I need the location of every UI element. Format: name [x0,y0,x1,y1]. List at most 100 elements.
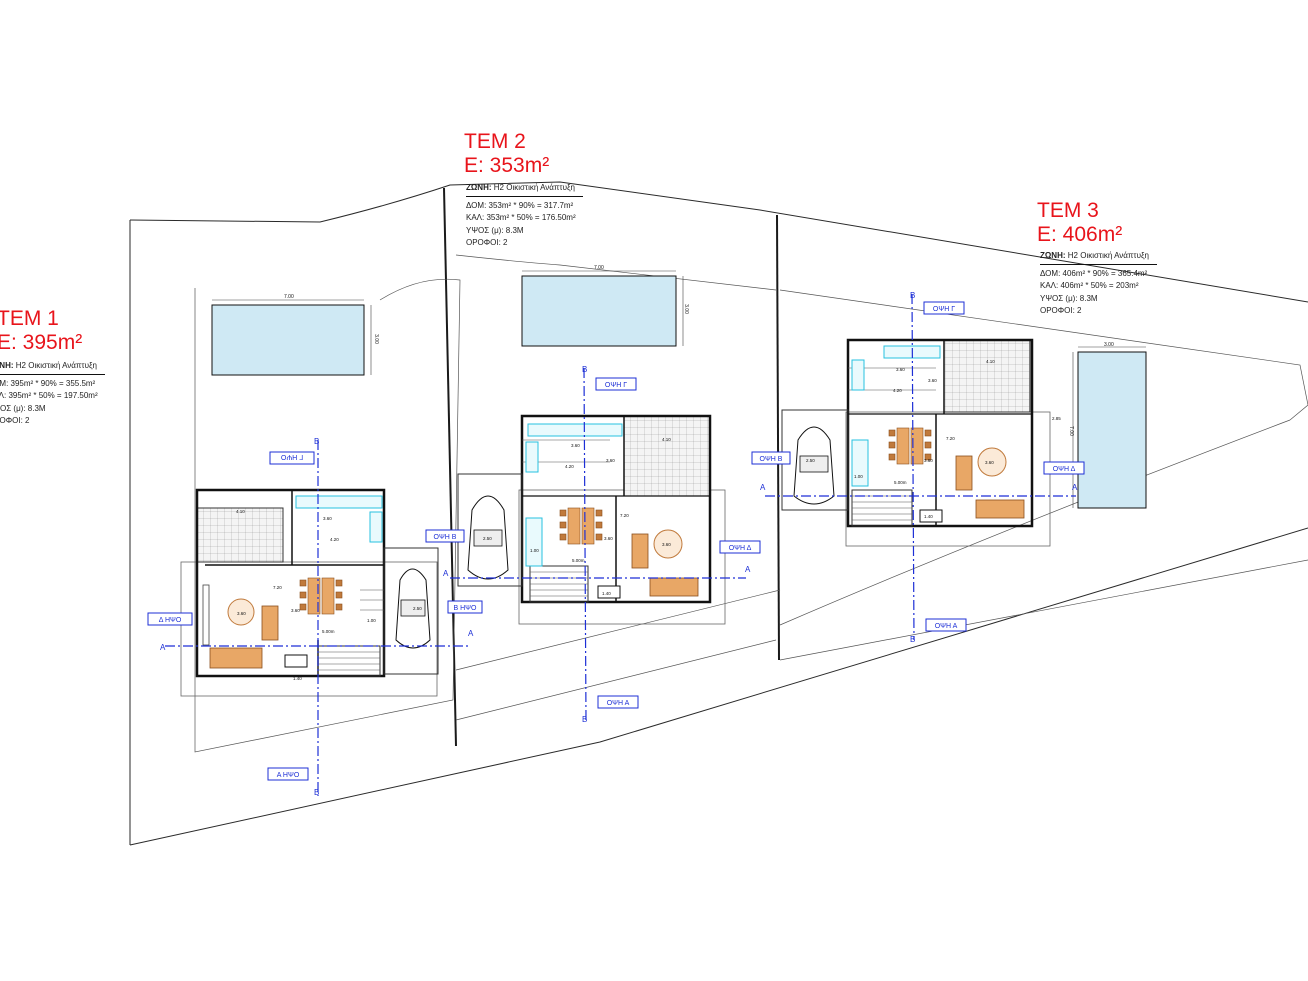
view-tag-1-beta: Β ΗΨΟ [447,600,483,614]
view-tag-3-alpha: ΟΨΗ Α [925,618,967,632]
svg-text:3.60: 3.60 [662,542,671,547]
view-tag-3-delta: ΟΨΗ Δ [1043,461,1085,475]
svg-text:1.40: 1.40 [924,514,933,519]
terrace-3 [943,339,1031,413]
view-tag-1-delta: Δ ΗΨΟ [147,612,193,626]
svg-text:Α ΗΨΟ: Α ΗΨΟ [277,772,300,779]
terrace-2 [623,415,711,497]
plot-3-info: ΖΩΝΗ: Η2 Οικιστική Ανάπτυξη ΔΟΜ: 406m² *… [1040,250,1157,318]
site-boundary [129,181,1308,846]
view-tag-3-gamma: ΟΨΗ Γ [923,301,965,315]
svg-text:2.50: 2.50 [483,536,492,541]
house-1-plan: 4.10 3.60 4.20 7.20 3.60 3.60 1.40 5.00m 2.50 1… [180,488,439,697]
svg-text:ΟΨΗ Β: ΟΨΗ Β [760,456,783,463]
svg-text:Β: Β [582,365,587,374]
view-tag-1-gamma: Γ ΗΨΟ [269,451,315,465]
section-markers: Β Β Α Α Β Β Α Α Β Β Α Α [160,291,1078,797]
view-tag-2-delta: ΟΨΗ Δ [719,540,761,554]
view-tag-1-alpha: Α ΗΨΟ [267,767,309,781]
pool-3-width: 7.00 [1067,426,1074,436]
pool-1-length: 7.00 [284,294,294,300]
view-tag-2-alpha: ΟΨΗ Α [597,695,639,709]
house-3-plan: 4.103.604.20 3.607.203.60 3.601.402.85 5… [781,338,1061,547]
svg-text:3.60: 3.60 [604,536,613,541]
plot-3-title: ΤΕΜ 3 Ε: 406m² [1037,199,1123,246]
svg-text:ΟΨΗ Γ: ΟΨΗ Γ [933,306,955,313]
svg-text:3.60: 3.60 [924,458,933,463]
svg-text:Α: Α [745,565,751,574]
plot-1-title: ΤΕΜ 1 Ε: 395m² [0,307,83,354]
svg-text:Α: Α [443,569,449,578]
svg-text:ΟΨΗ Α: ΟΨΗ Α [607,700,630,707]
svg-text:7.20: 7.20 [620,513,629,518]
house-2-plan: 4.10 3.60 4.20 3.60 7.20 3.60 3.60 1.40 2.50 5… [457,414,726,625]
view-tags: Γ ΗΨΟ Δ ΗΨΟ Β ΗΨΟ Α ΗΨΟ ΟΨΗ Γ ΟΨΗ Β ΟΨΗ … [147,301,1085,781]
svg-text:4.20: 4.20 [330,537,339,542]
svg-text:2.50: 2.50 [413,606,422,611]
svg-text:ΟΨΗ Γ: ΟΨΗ Γ [605,382,627,389]
svg-text:Α: Α [468,629,474,638]
pool-2 [521,275,677,347]
svg-text:3.60: 3.60 [237,611,246,616]
svg-text:ΟΨΗ Δ: ΟΨΗ Δ [1053,466,1076,473]
pools [211,270,1147,509]
svg-text:1.40: 1.40 [602,591,611,596]
svg-text:Δ ΗΨΟ: Δ ΗΨΟ [159,617,182,624]
svg-text:ΟΨΗ Β: ΟΨΗ Β [434,534,457,541]
svg-text:Β: Β [910,635,915,644]
svg-text:1.40: 1.40 [293,676,302,681]
svg-text:Β: Β [314,437,319,446]
plot-1-info: ΖΩΝΗ: Η2 Οικιστική Ανάπτυξη ΔΟΜ: 395m² *… [0,360,105,428]
svg-text:Β ΗΨΟ: Β ΗΨΟ [454,605,478,612]
pool-1-width: 3.00 [372,334,379,344]
setback-lines [194,254,1308,753]
svg-text:Α: Α [760,483,766,492]
svg-text:3.60: 3.60 [571,443,580,448]
svg-text:4.20: 4.20 [893,388,902,393]
svg-text:3.60: 3.60 [291,608,300,613]
svg-text:Α: Α [1072,483,1078,492]
svg-text:5.00m: 5.00m [894,480,907,485]
svg-text:4.10: 4.10 [236,509,245,514]
svg-text:1.00: 1.00 [854,474,863,479]
car-2 [467,495,509,580]
pool-2-width: 3.00 [682,304,689,314]
svg-text:Β: Β [910,291,915,300]
plot-2-info: ΖΩΝΗ: Η2 Οικιστική Ανάπτυξη ΔΟΜ: 353m² *… [466,182,583,250]
section-lines [165,293,1076,796]
svg-text:1.00: 1.00 [530,548,539,553]
plot-dividers [443,187,780,747]
svg-text:4.10: 4.10 [662,437,671,442]
svg-text:2.50: 2.50 [806,458,815,463]
pool-3-length: 3.00 [1104,342,1114,348]
svg-text:1.00: 1.00 [367,618,376,623]
svg-text:Α: Α [160,643,166,652]
pool-1 [211,304,365,376]
svg-text:5.00m: 5.00m [322,629,335,634]
svg-text:3.60: 3.60 [928,378,937,383]
pool-2-length: 7.00 [594,265,604,271]
car-1 [395,568,431,649]
terrace-1 [196,507,284,563]
svg-text:Β: Β [582,715,587,724]
svg-text:3.60: 3.60 [606,458,615,463]
svg-text:7.20: 7.20 [946,436,955,441]
svg-text:Β: Β [314,788,319,797]
view-tag-2-beta: ΟΨΗ Β [425,529,465,543]
svg-text:ΟΨΗ Α: ΟΨΗ Α [935,623,958,630]
view-tag-3-beta: ΟΨΗ Β [751,451,791,465]
svg-text:5.00m: 5.00m [572,558,585,563]
car-3 [793,426,835,505]
svg-text:2.85: 2.85 [1052,416,1061,421]
svg-text:4.10: 4.10 [986,359,995,364]
view-tag-2-gamma: ΟΨΗ Γ [595,377,637,391]
svg-text:3.60: 3.60 [323,516,332,521]
pool-3 [1077,351,1147,509]
plot-2-title: ΤΕΜ 2 Ε: 353m² [464,130,550,177]
svg-text:7.20: 7.20 [273,585,282,590]
svg-text:4.20: 4.20 [565,464,574,469]
svg-text:ΟΨΗ Δ: ΟΨΗ Δ [729,545,752,552]
svg-text:3.60: 3.60 [896,367,905,372]
svg-text:Γ ΗΨΟ: Γ ΗΨΟ [280,453,303,460]
